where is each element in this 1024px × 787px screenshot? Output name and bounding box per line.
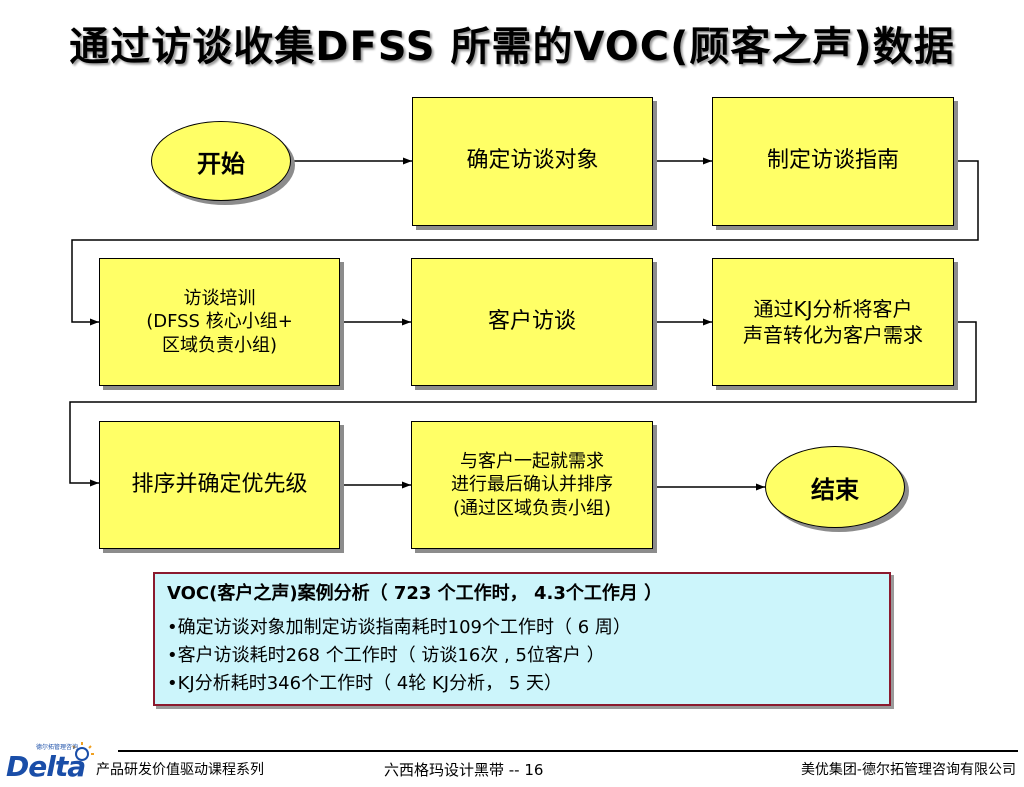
step-interview-training-line-1: 访谈培训 [183, 287, 256, 309]
case-study-item: •KJ分析耗时346个工作时（ 4轮 KJ分析， 5 天） [167, 672, 562, 694]
start-node: 开始 [151, 121, 291, 201]
step-final-confirmation-line-1: 与客户一起就需求 [460, 450, 604, 472]
step-kj-analysis-line-1: 通过KJ分析将客户 [753, 297, 913, 321]
end-label: 结束 [811, 475, 859, 504]
logo-sun-icon [72, 742, 94, 761]
delta-logo: 德尔拓管理咨询 Delta [6, 740, 116, 783]
step-final-confirmation: 与客户一起就需求 进行最后确认并排序 (通过区域负责小组) [411, 421, 653, 549]
step-create-interview-guide-label: 制定访谈指南 [766, 148, 899, 174]
step-final-confirmation-line-3: (通过区域负责小组) [452, 497, 612, 519]
step-interview-training-line-2: (DFSS 核心小组+ [146, 311, 293, 333]
end-node: 结束 [765, 446, 905, 528]
start-label: 开始 [197, 149, 245, 178]
step-create-interview-guide: 制定访谈指南 [712, 97, 954, 226]
step-final-confirmation-line-2: 进行最后确认并排序 [451, 474, 613, 496]
arrow-step2-step3 [71, 160, 979, 326]
step-customer-interview: 客户访谈 [411, 258, 653, 386]
footer-divider [118, 750, 1018, 752]
case-study-title: VOC(客户之声)案例分析（ 723 个工作时， 4.3个工作月 ） [167, 583, 663, 604]
voc-case-study-panel: VOC(客户之声)案例分析（ 723 个工作时， 4.3个工作月 ） •确定访谈… [153, 572, 891, 706]
step-interview-training-line-3: 区域负责小组) [161, 334, 277, 356]
step-customer-interview-label: 客户访谈 [487, 308, 576, 334]
case-study-item: •客户访谈耗时268 个工作时（ 访谈16次 , 5位客户 ） [167, 644, 605, 666]
footer-page-number: 六西格玛设计黑带 -- 16 [384, 761, 544, 779]
logo-subtitle: 德尔拓管理咨询 [36, 744, 79, 751]
case-study-item: •确定访谈对象加制定访谈指南耗时109个工作时（ 6 周） [167, 616, 631, 638]
footer-course-series: 产品研发价值驱动课程系列 [96, 762, 264, 778]
step-identify-interviewees: 确定访谈对象 [412, 97, 653, 226]
step-identify-interviewees-label: 确定访谈对象 [466, 148, 599, 174]
step-interview-training: 访谈培训 (DFSS 核心小组+ 区域负责小组) [99, 258, 340, 386]
step-prioritize-label: 排序并确定优先级 [131, 471, 308, 497]
page-title: 通过访谈收集DFSS 所需的VOC(顾客之声)数据 [69, 24, 955, 70]
footer-company: 美优集团-德尔拓管理咨询有限公司 [800, 762, 1016, 778]
step-kj-analysis-line-2: 声音转化为客户需求 [743, 323, 923, 347]
arrow-step5-step6 [69, 321, 977, 487]
logo-wordmark: Delta [6, 750, 86, 783]
step-prioritize: 排序并确定优先级 [99, 421, 340, 549]
step-kj-analysis: 通过KJ分析将客户 声音转化为客户需求 [712, 258, 954, 386]
